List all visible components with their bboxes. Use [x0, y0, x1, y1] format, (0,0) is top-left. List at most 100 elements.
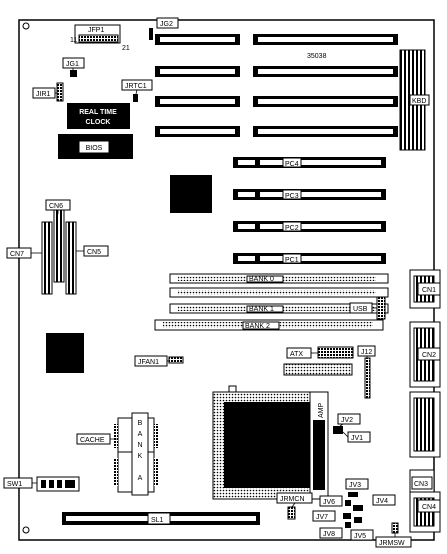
pc1-label: PC1 — [285, 257, 299, 264]
jv7-label: JV7 — [316, 514, 328, 521]
top-slot-bars — [155, 34, 398, 137]
jrmsw-header — [391, 522, 399, 534]
cn3-label-box — [411, 476, 433, 490]
cn2-label: CN2 — [422, 352, 436, 359]
jrtc1-label: JRTC1 — [125, 83, 147, 90]
mounting-holes — [22, 22, 30, 534]
jfp1-pin-left: 11 — [70, 37, 77, 44]
j12-header — [364, 357, 371, 399]
amp-label: AMP — [318, 403, 325, 419]
sl1-label: SL1 — [151, 517, 164, 524]
cache-label: CACHE — [80, 437, 105, 444]
jv2-label: JV2 — [341, 417, 353, 424]
header-strip — [283, 363, 353, 376]
jrmcn-label: JRMCN — [280, 496, 305, 503]
jv6-label-box — [319, 495, 343, 507]
jv3-label-box — [345, 478, 369, 490]
dimm-bank-0 — [169, 273, 389, 284]
board-model-number: 35038 — [307, 53, 327, 60]
sw1-label: SW1 — [7, 481, 22, 488]
jv1-label: JV1 — [351, 435, 363, 442]
jv4-label: JV4 — [376, 498, 388, 505]
bank-a-letter-2: A — [138, 431, 143, 438]
jfan1-label: JFAN1 — [138, 359, 159, 366]
ide-connector-cn7 — [41, 221, 53, 295]
atx-power-connector — [317, 346, 354, 359]
jv6-label: JV6 — [323, 499, 335, 506]
bank2-label: BANK 2 — [245, 323, 270, 330]
usb-header — [376, 296, 386, 320]
kbd-label-box — [409, 94, 430, 106]
dimm-bank-1 — [169, 303, 389, 314]
cn2-label-box — [417, 347, 441, 361]
jfp1-header — [78, 34, 119, 43]
real-time-clock-chip — [67, 103, 130, 129]
jrmsw-label-box — [375, 536, 412, 548]
cn7-label: CN7 — [10, 251, 24, 258]
jv1-jv2-jumper — [333, 426, 343, 434]
cn3-label: CN3 — [414, 481, 428, 488]
jv8-label: JV8 — [323, 531, 335, 538]
bios-label: BIOS — [86, 145, 103, 152]
dip-switch-sw1 — [36, 476, 80, 492]
bios-label-box — [78, 140, 110, 154]
cn6-label: CN6 — [49, 203, 63, 210]
j12-label-box — [357, 345, 376, 357]
pci-slots — [233, 157, 386, 264]
jg2-label: JG2 — [160, 21, 173, 28]
jv2-label-box — [337, 413, 361, 425]
atx-label: ATX — [290, 351, 303, 358]
chipset-chip — [170, 175, 212, 213]
cpu-socket — [212, 385, 329, 500]
pc3-label: PC3 — [285, 193, 299, 200]
jfp1-pin-right: 21 — [122, 45, 130, 52]
pci-slot-pc3 — [233, 189, 386, 200]
parallel-connector — [409, 391, 441, 458]
rtc-label-line2: CLOCK — [86, 119, 111, 126]
j12-label: J12 — [361, 349, 372, 356]
jrmsw-label: JRMSW — [379, 540, 405, 547]
jg2-label-box — [156, 17, 179, 29]
pc4-label: PC4 — [285, 161, 299, 168]
southbridge-chip — [46, 333, 84, 373]
cache-module — [113, 412, 159, 496]
bank-a-letter-3: N — [137, 442, 142, 449]
bank1-label: BANK 1 — [249, 306, 274, 313]
jg1-jumper — [70, 70, 77, 77]
jfan1-header — [168, 356, 184, 364]
jir1-label: JIR1 — [36, 91, 51, 98]
dimm-bank-2 — [154, 319, 384, 331]
kbd-label: KBD — [412, 98, 426, 105]
jg1-label: JG1 — [66, 61, 79, 68]
jv7-label-box — [312, 510, 336, 522]
jv3-label: JV3 — [349, 482, 361, 489]
jg2-jumper — [149, 28, 153, 40]
jv5-label-box — [350, 529, 374, 541]
leader-lines — [31, 68, 396, 537]
jir1-header — [56, 82, 64, 102]
ide-connector-cn6 — [53, 209, 65, 283]
rtc-label-line1: REAL TIME — [79, 109, 117, 116]
sl1-slot — [62, 512, 260, 525]
bank-a-letter-1: B — [138, 420, 143, 427]
jv8-label-box — [319, 527, 343, 539]
cn5-label: CN5 — [87, 249, 101, 256]
pci-slot-pc1 — [233, 253, 386, 264]
jv5-label: JV5 — [354, 533, 366, 540]
pci-slot-pc4 — [233, 157, 386, 168]
pc2-label: PC2 — [285, 225, 299, 232]
jfp1-label: JFP1 — [88, 27, 104, 34]
cn4-label-box — [417, 499, 441, 513]
bank-a-letter-5: A — [138, 475, 143, 482]
usb-label: USB — [353, 306, 368, 313]
cn1-label-box — [417, 282, 441, 296]
bank-a-letter-4: K — [138, 453, 143, 460]
jv4-label-box — [372, 494, 396, 506]
jrmcn-header — [287, 506, 296, 520]
ide-connector-cn5 — [65, 221, 77, 295]
jg1-label-box — [62, 57, 85, 69]
jrtc1-jumper — [133, 94, 138, 102]
cn4-label: CN4 — [422, 504, 436, 511]
jv-jumper-blocks — [343, 492, 363, 528]
